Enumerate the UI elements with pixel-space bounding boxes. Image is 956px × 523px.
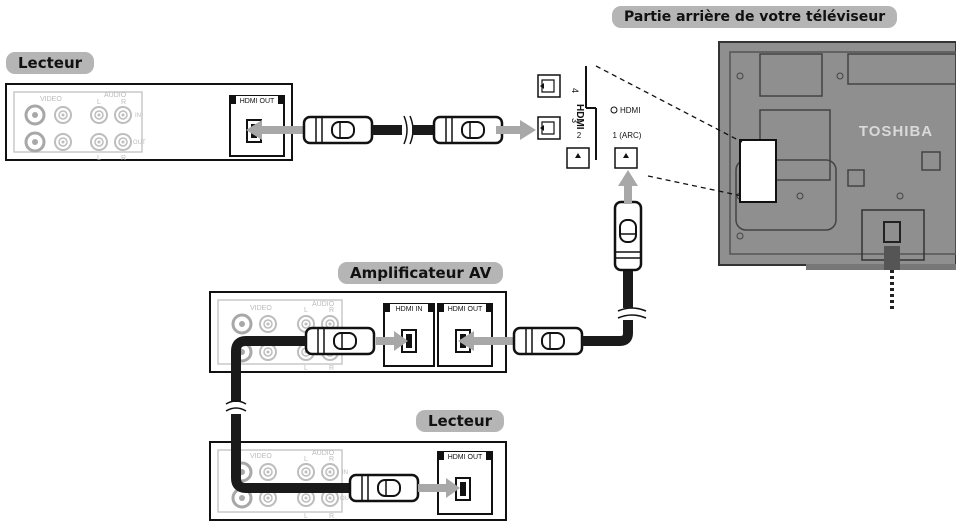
player-bottom-r2: R	[329, 513, 334, 520]
player-bottom-device: VIDEO AUDIO L R IN OUT L R HDMI OUT	[209, 441, 507, 521]
tv-port-3-label: 3	[570, 118, 580, 123]
player-bottom-video: VIDEO	[250, 453, 272, 460]
player-bottom-label: Lecteur	[416, 410, 505, 432]
amp-video: VIDEO	[250, 305, 272, 312]
amp-hdmi-in: HDMI IN	[396, 306, 423, 313]
tv-hdmi-label: HDMI	[620, 106, 640, 115]
tv-hdmi-closeup: 4 3 HDMI 2 1 (ARC) HDMI	[534, 60, 642, 178]
player-bottom-l: L	[304, 456, 308, 463]
tv-brand: TOSHIBA	[859, 123, 933, 140]
amp-audio: AUDIO	[312, 301, 335, 308]
player-top-l2: L	[97, 155, 101, 162]
tv-stand	[806, 246, 956, 312]
tv-port-2-label: 2	[577, 131, 582, 140]
zoom-lines	[595, 65, 743, 197]
amp-r2: R	[329, 365, 334, 372]
player-bottom-out: OUT	[340, 496, 353, 502]
player-top-video: VIDEO	[40, 96, 62, 103]
amplifier-label: Amplificateur AV	[338, 262, 504, 284]
amp-l: L	[304, 307, 308, 314]
player-top-hdmi-out: HDMI OUT	[240, 98, 275, 105]
player-top-device: VIDEO AUDIO L R IN OUT L R HDMI OUT	[5, 83, 293, 162]
tv-port-4-label: 4	[570, 88, 580, 93]
tv-hdmi-logo: HDMI	[574, 104, 585, 130]
player-top-audio: AUDIO	[104, 92, 127, 99]
amp-l2: L	[304, 365, 308, 372]
player-top-l: L	[97, 99, 101, 106]
player-bottom-r: R	[329, 456, 334, 463]
amp-r: R	[329, 307, 334, 314]
player-bottom-l2: L	[304, 513, 308, 520]
player-bottom-hdmi-out: HDMI OUT	[448, 454, 483, 461]
player-bottom-in: IN	[342, 470, 348, 476]
player-bottom-audio: AUDIO	[312, 450, 335, 457]
player-top-r2: R	[121, 155, 126, 162]
tv-port-1-label: 1 (ARC)	[613, 131, 642, 140]
tv-rear-panel: TOSHIBA	[718, 41, 956, 266]
player-top-r: R	[121, 99, 126, 106]
player-top-label: Lecteur	[6, 52, 95, 74]
tv-rear-label: Partie arrière de votre téléviseur	[612, 6, 898, 28]
player-top-out: OUT	[133, 140, 146, 146]
player-top-in: IN	[135, 113, 141, 119]
cable-amp-to-tv	[458, 170, 647, 356]
cable-player-to-tv	[246, 115, 536, 145]
amp-hdmi-out: HDMI OUT	[448, 306, 483, 313]
cable-player-to-amp	[225, 326, 460, 503]
